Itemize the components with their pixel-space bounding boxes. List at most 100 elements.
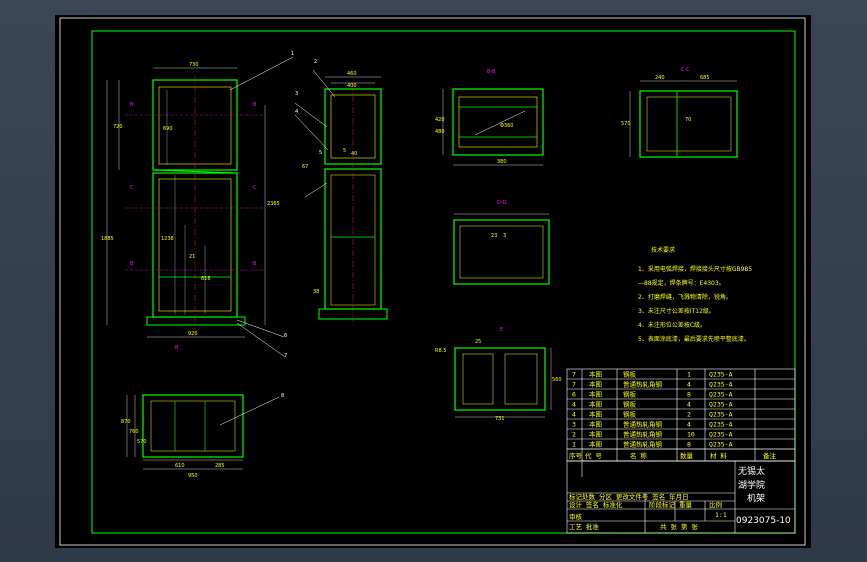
bom-cell-qty: 8 xyxy=(687,391,691,399)
section-cc-view xyxy=(629,80,738,158)
front-view xyxy=(106,67,266,338)
dim-plan-l2: 285 xyxy=(215,463,225,469)
bom-cell-material: Q235-A xyxy=(709,421,733,429)
dim-plan-h2: 760 xyxy=(129,429,139,435)
bom-cell-name: 钢板 xyxy=(623,390,637,399)
bom-cell-no: 3 xyxy=(572,421,576,429)
bom-cell-no: 2 xyxy=(572,431,576,439)
section-mark-b5: B xyxy=(175,345,179,351)
cad-drawing: 730 920 720 1885 690 1238 616 2365 21 B … xyxy=(59,17,806,546)
inner-border xyxy=(91,30,796,534)
dim-bb-height: 420 xyxy=(435,117,445,123)
bom-cell-code: 本图 xyxy=(589,420,602,429)
bom-cell-no: 1 xyxy=(572,441,576,449)
org-line-2: 湖学院 xyxy=(738,479,765,491)
dim-bottom-width: 920 xyxy=(188,331,198,337)
section-mark-b4: B xyxy=(253,261,257,267)
section-mark-c2: C xyxy=(253,185,257,191)
dim-right-total: 2365 xyxy=(267,201,280,207)
bom-cell-name: 钢板 xyxy=(623,410,637,419)
org-line-1: 无锡太 xyxy=(738,465,765,477)
balloon-8: 8 xyxy=(281,393,284,399)
bom-cell-material: Q235-A xyxy=(709,391,733,399)
dim-plan-l1: 610 xyxy=(175,463,185,469)
balloon-6: 6 xyxy=(284,333,287,339)
section-mark-b2: B xyxy=(253,102,257,108)
section-mark-b3: B xyxy=(130,261,134,267)
bom-cell-qty: 1 xyxy=(687,371,691,379)
bom-cell-material: Q235-A xyxy=(709,371,733,379)
bom-cell-no: 7 xyxy=(572,381,576,389)
dim-e-h: 560 xyxy=(552,377,562,383)
title-block xyxy=(566,460,796,534)
balloon-5: 5 xyxy=(319,150,322,156)
bom-cell-qty: 8 xyxy=(687,441,691,449)
balloon-1: 1 xyxy=(291,51,294,57)
dim-top-width: 730 xyxy=(189,62,199,68)
tb-row-process: 工艺 批准 xyxy=(569,522,599,531)
tb-row-design: 设计 签名 标准化 xyxy=(569,500,623,509)
bom-cell-qty: 10 xyxy=(687,431,695,439)
dim-plan-h1: 870 xyxy=(121,419,131,425)
bom-header-name: 名 称 xyxy=(630,451,647,460)
bom-cell-code: 本图 xyxy=(589,430,602,439)
side-view xyxy=(318,76,388,325)
tb-row-review: 审核 xyxy=(569,512,583,521)
tb-sheet: 共 张 第 张 xyxy=(660,522,698,531)
bom-cell-code: 本图 xyxy=(589,410,602,419)
dim-side-d38: 38 xyxy=(313,289,319,295)
bom-cell-material: Q235-A xyxy=(709,431,733,439)
dim-side-top: 460 xyxy=(347,71,357,77)
bom-header-no: 序号 xyxy=(569,451,583,460)
bom-cell-qty: 4 xyxy=(687,381,691,389)
dim-cc-v: 70 xyxy=(685,117,691,123)
bom-header-code: 代 号 xyxy=(585,451,602,460)
dim-dd-b: 3 xyxy=(503,233,506,239)
bom-cell-no: 7 xyxy=(572,371,576,379)
dim-height-upper: 720 xyxy=(113,124,123,130)
notes-title: 技术要求 xyxy=(651,246,675,254)
section-dd-title: D-D xyxy=(497,200,507,206)
note-line-3: 2、打磨焊缝，飞溅物清除，锐角。 xyxy=(638,293,732,301)
dim-side-top-inner: 400 xyxy=(347,83,357,89)
drawing-canvas[interactable]: 730 920 720 1885 690 1238 616 2365 21 B … xyxy=(55,15,811,548)
section-cc-title: C-C xyxy=(681,67,690,73)
bom-cell-no: 6 xyxy=(572,391,576,399)
plan-view xyxy=(126,394,244,470)
note-line-4: 3、未注尺寸公差按IT12级。 xyxy=(638,307,715,315)
balloon-7: 7 xyxy=(284,353,287,359)
bom-cell-material: Q235-A xyxy=(709,441,733,449)
dim-plan-h3: 570 xyxy=(137,439,147,445)
bom-cell-code: 本图 xyxy=(589,440,602,449)
bom-cell-name: 普通热轧角钢 xyxy=(623,440,663,449)
bom-cell-no: 4 xyxy=(572,411,576,419)
leader-lines xyxy=(219,56,336,426)
dim-height-total: 1885 xyxy=(101,236,114,242)
bom-cell-name: 钢板 xyxy=(623,370,637,379)
section-bb-view xyxy=(442,88,544,166)
bom-cell-material: Q235-A xyxy=(709,411,733,419)
drawing-number: 0923075-10 xyxy=(736,516,791,526)
dim-side-small: 21 xyxy=(189,254,195,260)
balloon-2: 2 xyxy=(314,59,317,65)
bom-cell-code: 本图 xyxy=(589,370,602,379)
bom-cell-qty: 4 xyxy=(687,421,691,429)
section-mark-c1: C xyxy=(130,185,134,191)
dim-e-a: 25 xyxy=(475,339,481,345)
tb-scale-label: 比例 xyxy=(709,500,722,509)
tb-row-changes: 标记处数 分区 更改文件号 签名 年月日 xyxy=(569,492,689,501)
bom-header-material: 材 料 xyxy=(710,451,727,460)
dim-cc-h: 570 xyxy=(621,121,631,127)
dim-dd-a: 23 xyxy=(491,233,497,239)
dim-side-d67: 67 xyxy=(302,164,308,170)
dim-cc-w2: 685 xyxy=(700,75,710,81)
dim-inner-mid: 1238 xyxy=(161,236,174,242)
bom-cell-name: 普通热轧角钢 xyxy=(623,380,663,389)
balloon-4: 4 xyxy=(295,109,298,115)
bom-cell-name: 普通热轧角钢 xyxy=(623,430,663,439)
bom-cell-qty: 4 xyxy=(687,401,691,409)
bom-cell-name: 普通热轧角钢 xyxy=(623,420,663,429)
dim-plan-total: 950 xyxy=(188,473,198,479)
dim-side-r40: 40 xyxy=(351,151,357,157)
bom-cell-no: 4 xyxy=(572,401,576,409)
